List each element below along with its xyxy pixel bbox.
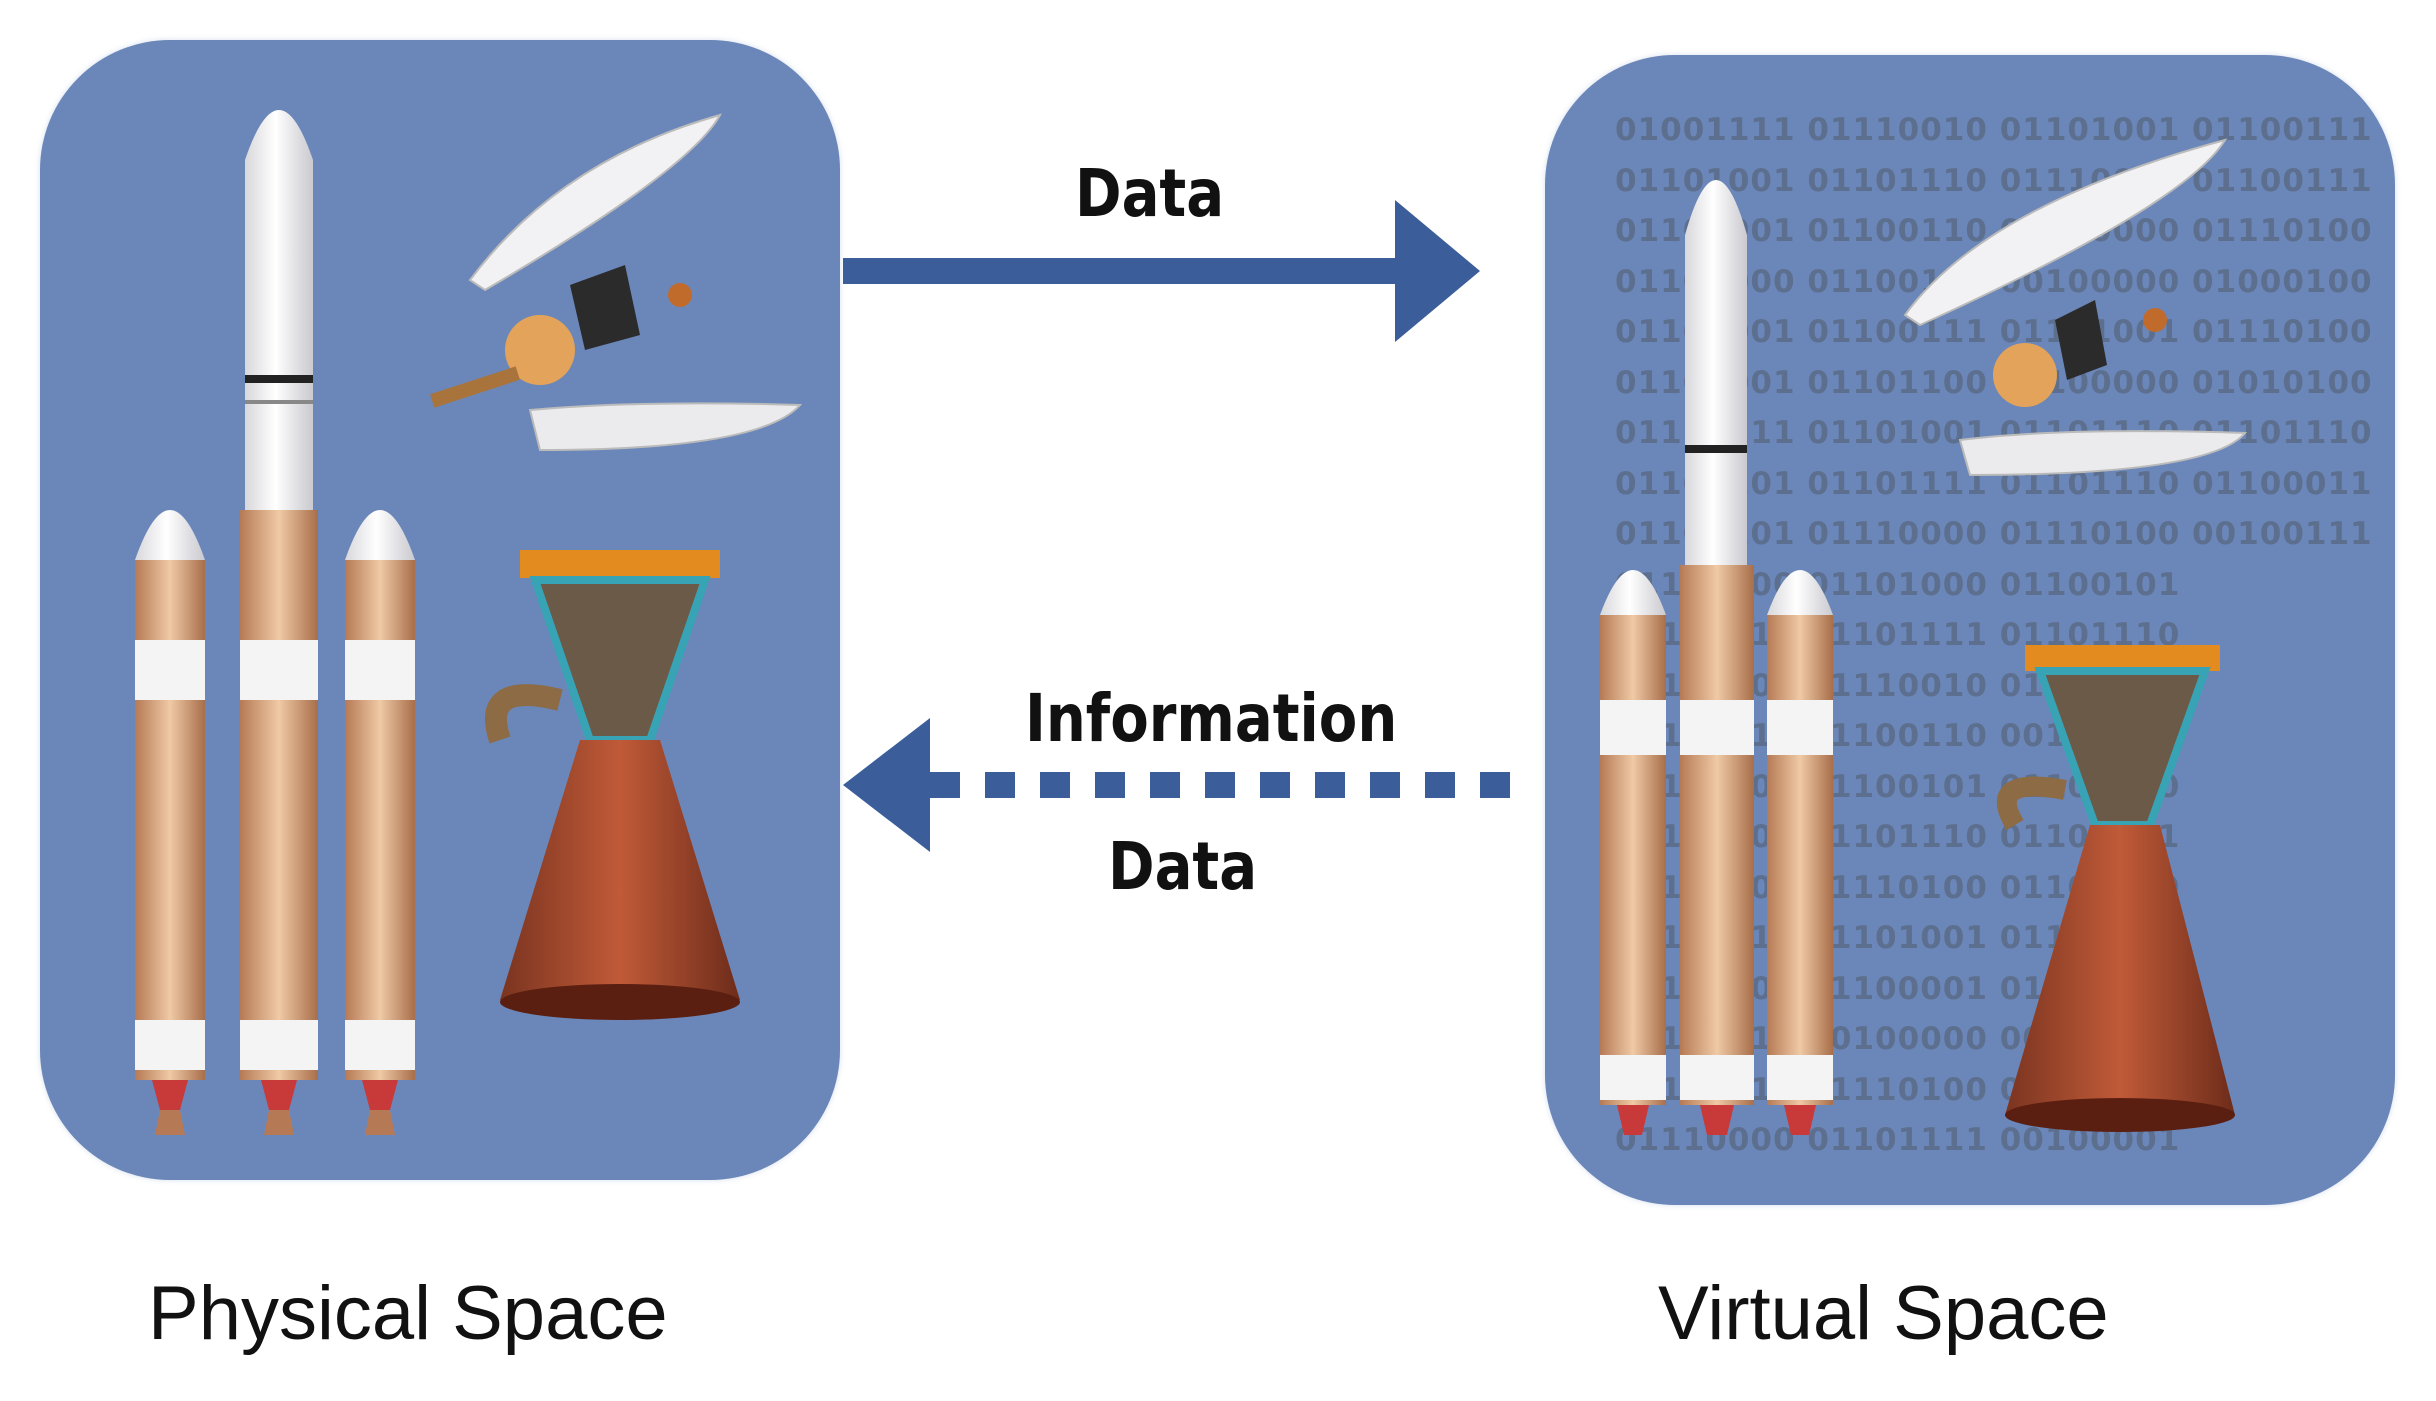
binary-row: 01101001 01101110 01110000 01100111 <box>1615 162 2373 199</box>
engine-icon <box>485 550 740 1020</box>
virtual-space-label: Virtual Space <box>1658 1271 2109 1356</box>
binary-row: 01001111 01110010 01101001 01100111 <box>1615 112 2373 148</box>
fairing-icon <box>468 113 803 452</box>
data-arrow-right <box>843 200 1480 342</box>
data-arrow-label: Data <box>1075 155 1225 232</box>
engine-icon <box>1996 645 2235 1132</box>
information-arrow-label: Information <box>1025 680 1398 757</box>
virtual-rocket-assembly <box>1600 138 2248 1135</box>
rocket-icon <box>1600 180 1833 1135</box>
data-return-arrow-label: Data <box>1108 828 1258 905</box>
physical-space-panel <box>40 40 840 1180</box>
fairing-icon <box>1903 138 2248 477</box>
spacecraft-icon <box>1993 300 2167 407</box>
physical-rocket-assembly <box>135 110 803 1135</box>
rocket-icon <box>135 110 415 1135</box>
physical-space-label: Physical Space <box>148 1271 668 1356</box>
spacecraft-icon <box>430 265 692 408</box>
virtual-space-panel: 01001111 01110010 01101001 01100111 01101… <box>1545 55 2395 1205</box>
information-arrow-left-dotted <box>843 718 1510 852</box>
